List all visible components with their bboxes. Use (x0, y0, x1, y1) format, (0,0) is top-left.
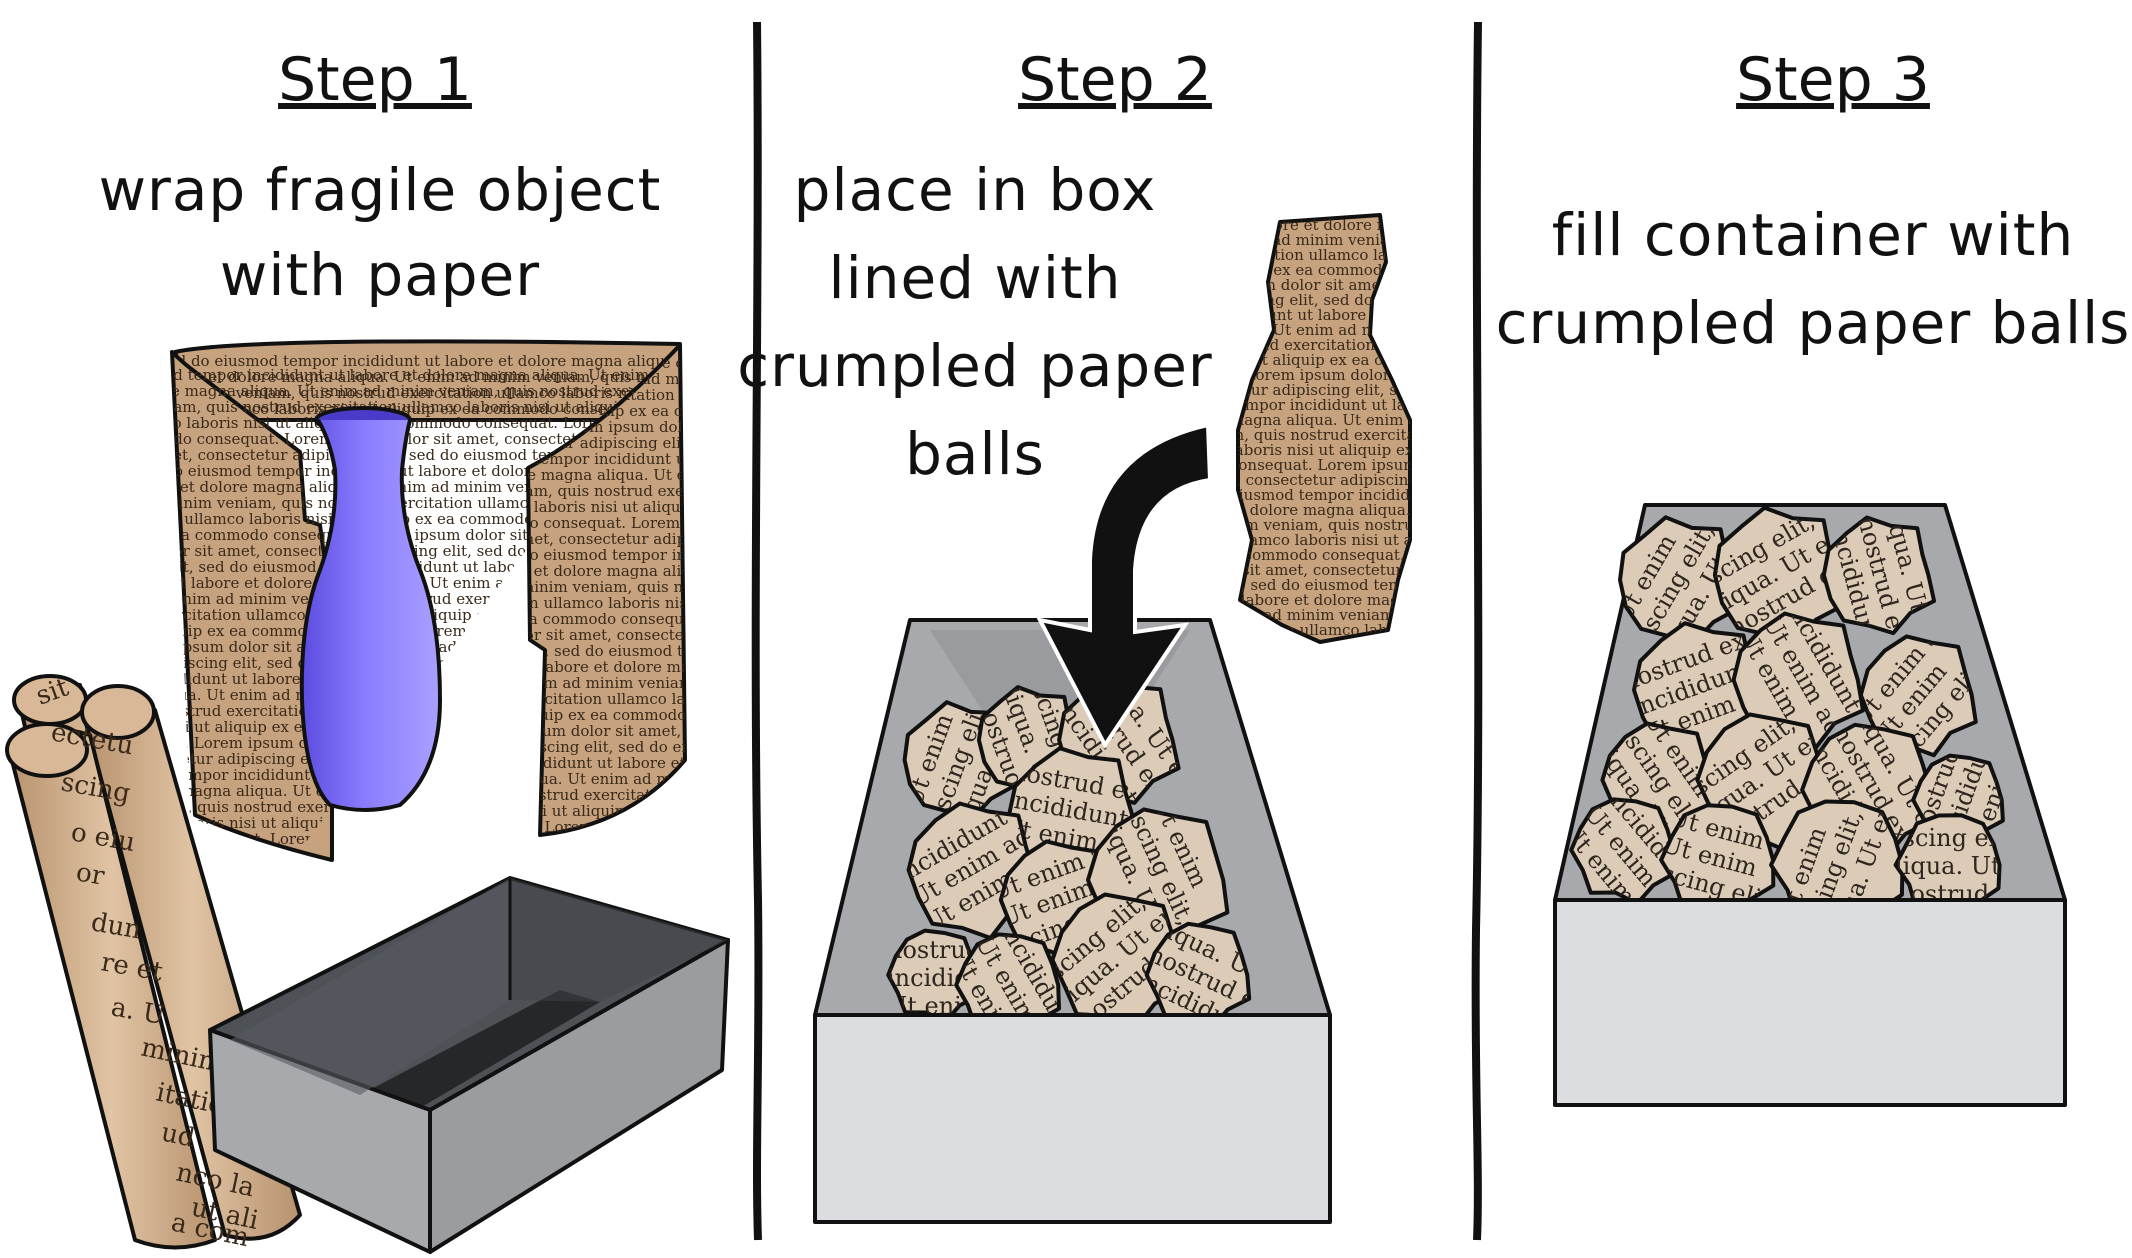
newspaper-text-line: t, consectetur adipiscing elit, sed do e… (1230, 471, 1919, 489)
newspaper-text-line: elit, sed do eiusmod tempor incididunt u… (520, 642, 1214, 660)
newspaper-text-line: on ullamco laboris nisi ut aliquip ex ea… (520, 594, 1222, 612)
step-2-title: Step 2 (1018, 45, 1212, 115)
newspaper-text-line: do consequat. Lorem ipsum dolor sit amet… (520, 514, 1224, 532)
newspaper-text-line: ullamco laboris nisi ut aliquip ex ea co… (1230, 531, 1926, 549)
newspaper-text-block: ut labore et dolore magna aliqua. Ut eni… (1230, 216, 1940, 639)
newspaper-text-line: t. Lorem ipsum dolor sit amet, consectet… (1230, 366, 1921, 384)
vase (299, 406, 442, 812)
newspaper-text-line: liqua. Ut enim ad minim veniam, quis nos… (520, 770, 1195, 788)
newspaper-text-line: o laboris nisi ut aliquip ex ea commodo … (520, 498, 1221, 516)
newspaper-text-line: ut labore et dolore magna aliqua. Ut eni… (520, 658, 1209, 676)
step-3-title: Step 3 (1736, 45, 1930, 115)
newspaper-text-line: mco laboris nisi ut aliquip ex ea commod… (150, 414, 856, 432)
newspaper-text-line: eiusmod tempor incididunt ut labore et d… (1230, 486, 1937, 504)
arrow-icon (1036, 422, 1213, 749)
paper-ball-shape (1821, 515, 1937, 636)
newspaper-text-line: it, sed do eiusmod tempor incididunt ut … (1230, 576, 1933, 594)
newspaper-text-line: iqua. Ut enim ad minim veniam, quis nost… (1230, 321, 1914, 339)
newspaper-text-line: tetur adipiscing elit, sed do eiusmod te… (1230, 381, 1908, 399)
step-2-caption-line-2: lined with (829, 244, 1122, 312)
divider-1 (751, 21, 763, 1241)
newspaper-text-line: tempor incididunt ut labore et dolore ma… (1230, 396, 1932, 414)
step-1-caption-line-2: with paper (220, 241, 540, 309)
step-3-caption-line-1: fill container with (1552, 201, 2075, 269)
step-2-caption-line-3: crumpled paper (737, 332, 1213, 400)
newspaper-text-line: do eiusmod tempor incididunt ut labore e… (520, 546, 1238, 564)
newspaper-text-line: ea commodo consequat. Lorem ipsum dolor … (520, 610, 1218, 628)
newspaper-text-line: tation ullamco laboris nisi ut aliquip e… (160, 400, 861, 418)
newspaper-text-line: e et dolore magna aliqua. Ut enim ad min… (520, 562, 1226, 580)
newspaper-text-line: nim veniam, quis nostrud exercitation ul… (1230, 516, 1931, 534)
newspaper-text-line: ad minim veniam, quis nostrud exercitati… (160, 384, 845, 402)
newspaper-text-line: lor sit amet, consectetur adipiscing eli… (520, 626, 1196, 644)
newspaper-text-line: ostrud exercitation ullamco laboris nisi… (1230, 336, 1936, 354)
newspaper-text-block: incididunt ut labore et dolore magna ali… (520, 354, 1238, 835)
newspaper-text-line: modo consequat. Lorem ipsum dolor sit am… (150, 430, 854, 448)
newspaper-text-line: ipsum dolor sit amet, consectetur adipis… (520, 722, 1196, 740)
newspaper-wrap: sed do eiusmod tempor incididunt ut labo… (150, 339, 1238, 880)
newspaper-text-line: enim ad minim veniam, quis nostrud exerc… (520, 674, 1206, 692)
newspaper-text-line: p ex ea commodo consequat. Lorem ipsum d… (160, 416, 866, 434)
newspaper-text-block: sed do eiusmod tempor incididunt ut labo… (160, 352, 880, 434)
newspaper-text-line: sed do eiusmod tempor incididunt ut labo… (160, 352, 880, 370)
newspaper-text-line: d tempor incididunt ut labore et dolore … (520, 450, 1227, 468)
newspaper-text-line: ipsum dolor sit amet, consectetur adipis… (1230, 276, 1916, 294)
step-1-caption-line-1: wrap fragile object (99, 156, 662, 224)
paper-cutout: ut labore et dolore magna aliqua. Ut eni… (1230, 213, 1940, 644)
open-box-step-1 (208, 876, 730, 1254)
step-1-title: Step 1 (278, 45, 472, 115)
newspaper-text-line: magna aliqua. Ut enim ad minim veniam, q… (1230, 411, 1913, 429)
newspaper-text-line: ncididunt ut labore et dolore magna aliq… (520, 754, 1224, 772)
newspaper-text-line: iam, quis nostrud exercitation ullamco l… (520, 482, 1214, 500)
roll-text-label: ud (159, 1118, 198, 1154)
newspaper-text-line: iquip ex ea commodo consequat. Lorem ips… (1230, 261, 1932, 279)
paper-ball-shape (1731, 611, 1865, 750)
newspaper-text-line: amet, consectetur adipiscing elit, sed d… (150, 846, 843, 864)
newspaper-text-line: cididunt ut labore et dolore magna aliqu… (1230, 306, 1930, 324)
paper-ball-shape (886, 928, 980, 1024)
paper-ball-shape (1569, 797, 1676, 906)
divider-2 (1471, 21, 1483, 1241)
step-2-caption-line-1: place in box (794, 156, 1157, 224)
step-2-caption-line-4: balls (905, 420, 1045, 488)
newspaper-text-line: t labore et dolore magna aliqua. Ut enim… (1230, 591, 1932, 609)
newspaper-text-line: eniam, quis nostrud exercitation ullamco… (150, 398, 838, 416)
newspaper-text-line: ipiscing elit, sed do eiusmod tempor inc… (520, 738, 1203, 756)
newspaper-text-line: ercitation ullamco laboris nisi ut aliqu… (1230, 246, 1917, 264)
newspaper-text-line: m, quis nostrud exercitation ullamco lab… (1230, 426, 1926, 444)
newspaper-text-line: met, consectetur adipiscing elit, sed do… (520, 530, 1214, 548)
newspaper-text-line: isi ut aliquip ex ea commodo consequat. … (1230, 351, 1933, 369)
newspaper-text-line: nim ad minim veniam, quis nostrud exerci… (1230, 606, 1930, 624)
newspaper-text-line: enim ad minim veniam, quis nostrud exerc… (1230, 231, 1930, 249)
newspaper-text-line: re magna aliqua. Ut enim ad minim veniam… (520, 466, 1218, 484)
newspaper-text-line: lore magna aliqua. Ut enim ad minim veni… (150, 382, 848, 400)
newspaper-text-line: do eiusmod tempor incididunt ut labore e… (150, 862, 859, 880)
newspaper-text-line: xercitation ullamco laboris nisi ut aliq… (520, 690, 1216, 708)
paper-ball-shape (1858, 634, 1978, 758)
newspaper-text-line: et dolore magna aliqua. Ut enim ad minim… (1230, 501, 1934, 519)
paper-ball-text: liqua. Ut enim (1895, 852, 2069, 880)
newspaper-text-line: minim veniam, quis nostrud exercitation … (520, 578, 1221, 596)
newspaper-text-line: liquip ex ea commodo consequat. Lorem ip… (520, 706, 1218, 724)
newspaper-text-line: mod tempor incididunt ut labore et dolor… (150, 366, 863, 384)
newspaper-text-line: piscing elit, sed do eiusmod tempor inci… (1230, 291, 1922, 309)
newspaper-text-line: r sit amet, consectetur adipiscing elit,… (1230, 561, 1906, 579)
step-3-caption-line-2: crumpled paper balls (1496, 289, 2131, 357)
roll-text-label: or (74, 857, 107, 892)
newspaper-text-line: a commodo consequat. Lorem ipsum dolor s… (1230, 546, 1940, 564)
newspaper-text-line: consequat. Lorem ipsum dolor sit amet, c… (1230, 456, 1928, 474)
newspaper-text-line: laboris nisi ut aliquip ex ea commodo co… (1230, 441, 1930, 459)
newspaper-text-line: abore et dolore magna aliqua. Ut enim ad… (160, 368, 865, 386)
